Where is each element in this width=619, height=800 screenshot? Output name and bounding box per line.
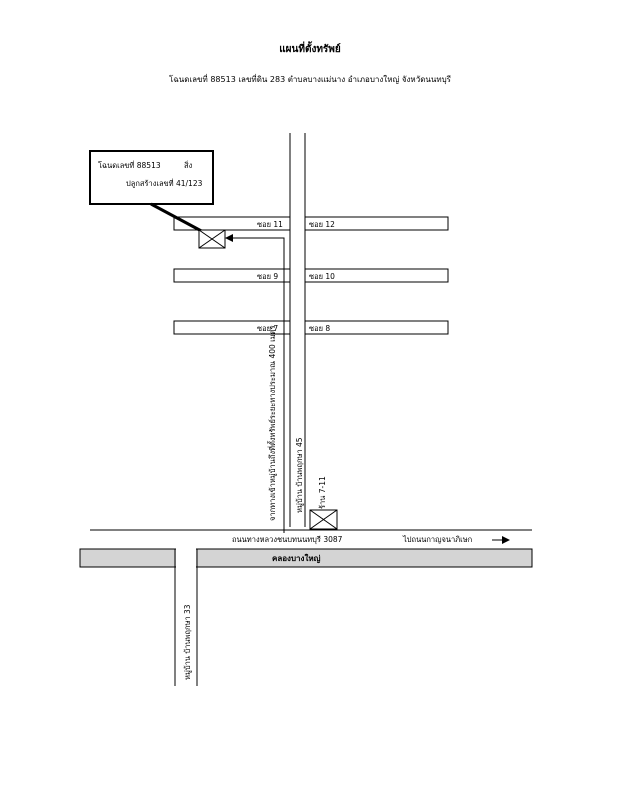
- shop-711-label: ร้าน 7-11: [318, 476, 327, 509]
- soi-7-road: [173, 320, 291, 335]
- village-33-label: หมู่บ้าน บ้านพฤกษา 33: [183, 604, 192, 680]
- property-marker-icon: [198, 229, 226, 249]
- soi-8-label: ซอย 8: [309, 324, 330, 333]
- route-path-arrow: [225, 234, 285, 527]
- soi-11-label: ซอย 11: [257, 220, 283, 229]
- callout-deed-number: โฉนดเลขที่ 88513: [98, 160, 161, 170]
- canal-label: คลองบางใหญ่: [272, 553, 321, 564]
- soi-10-road: [304, 268, 449, 283]
- soi-11-road: [173, 216, 291, 231]
- canal-bridge-gap: [176, 548, 196, 568]
- callout-deed-suffix: สิ่ง: [184, 160, 193, 170]
- soi-10-label: ซอย 10: [309, 272, 335, 281]
- soi-8-road: [304, 320, 449, 335]
- map-title: แผนที่ตั้งทรัพย์: [279, 41, 341, 55]
- soi-9-label: ซอย 9: [257, 272, 278, 281]
- callout-box: [89, 150, 214, 205]
- shop-711-marker-icon: [309, 509, 338, 530]
- to-kanchanaphisek-label: ไปถนนกาญจนาภิเษก: [402, 535, 472, 544]
- callout-building-number: ปลูกสร้างเลขที่ 41/123: [126, 178, 203, 188]
- soi-7-label: ซอย 7: [257, 324, 278, 333]
- callout-pointer-line: [150, 202, 208, 236]
- route-distance-note: จากทางเข้าหมู่บ้านถึงที่ตั้งทรัพย์ระยะทา…: [267, 325, 277, 521]
- village-45-label: หมู่บ้าน บ้านพฤกษา 45: [295, 437, 304, 513]
- main-road-label: ถนนทางหลวงชนบทนนทบุรี 3087: [232, 535, 343, 544]
- soi-12-road: [304, 216, 449, 231]
- map-subtitle: โฉนดเลขที่ 88513 เลขที่ดิน 283 ตำบลบางแม…: [169, 73, 452, 84]
- soi-12-label: ซอย 12: [309, 220, 335, 229]
- soi-9-road: [173, 268, 291, 283]
